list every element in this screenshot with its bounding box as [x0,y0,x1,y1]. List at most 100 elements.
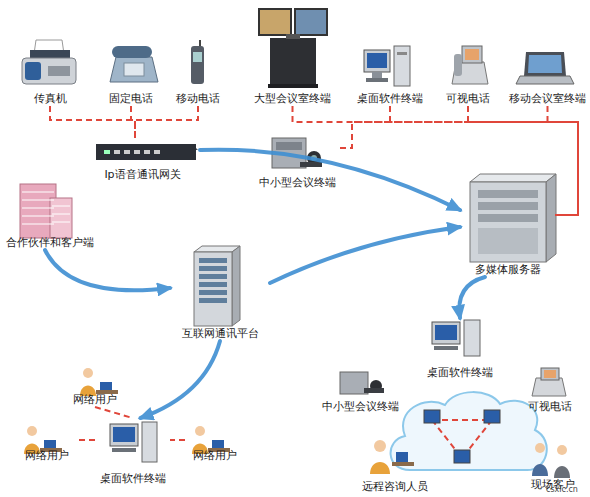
mobile-phone-icon-part [193,52,202,62]
desktop-terminal-icon-part [435,325,457,340]
large-conference-terminal-icon-part [270,38,316,84]
internet-platform-icon-part [232,246,240,326]
flow-arrow [141,341,221,418]
media-server-icon-part [478,202,538,210]
internet-platform-icon-part [199,282,227,287]
device-label: 网络用户 [25,449,69,463]
flow-arrow [270,227,460,283]
office-building-icon-part [22,192,54,193]
desktop-terminal-icon-part [372,72,382,78]
device-node: 可视电话 [440,38,496,106]
voice-gateway-icon-part [124,150,130,154]
internet-platform-icon-part [199,274,227,279]
device-label: 远程咨询人员 [362,480,428,494]
fax-icon-part [25,62,41,80]
media-server-icon-part [478,228,538,254]
person-icon [80,368,118,396]
device-node: 移动电话 [178,38,218,106]
internet-platform-icon-part [199,258,227,263]
desktop-terminal-icon-part [366,78,388,82]
desktop-terminal-icon-part [394,46,410,86]
laptop-icon-part [516,76,574,84]
device-node: Ip语音通讯网关 [85,138,200,182]
desktop-terminal-icon-part [432,322,460,344]
person-icon-part [396,452,408,462]
person-icon-part [27,426,37,436]
device-label: 大型会议室终端 [254,92,331,106]
device-node: 桌面软件终端 [350,38,430,106]
cloud-shape-part [454,450,470,463]
voice-gateway-icon-part [114,150,120,154]
voice-gateway-icon [96,144,198,160]
office-building-icon-part [52,222,70,223]
flow-arrow [45,250,170,290]
voice-gateway-icon-part [96,144,196,160]
device-label: 互联网通讯平台 [182,327,259,341]
office-building-icon-part [22,216,54,217]
videophone-icon [532,368,566,396]
cloud-shape-part [424,410,440,423]
internet-platform-icon-part [199,298,227,303]
voice-gateway-icon-part [144,150,150,154]
device-node: 固定电话 [100,38,162,106]
small-conference-terminal-icon-part [340,372,368,394]
desk-phone-icon-part [112,46,152,58]
desktop-terminal-icon-part [464,320,480,356]
device-node: 网络用户 [185,425,245,463]
desktop-terminal-icon-part [397,52,407,55]
flow-arrow [200,150,460,210]
device-node: 网络用户 [65,365,125,407]
voice-gateway-icon-part [154,150,160,154]
person-icon-part [195,426,205,436]
device-node: 多媒体服务器 [460,172,555,277]
device-label: 固定电话 [109,92,153,106]
person-icon-part [83,368,93,378]
desktop-terminal-icon-part [364,50,390,72]
desktop-terminal-icon-part [113,427,135,442]
dashed-link [95,407,133,418]
device-label: 网络用户 [193,449,237,463]
device-label: 合作伙伴和客户端 [6,236,94,250]
internet-platform-icon-part [199,290,227,295]
fax-icon-part [48,66,70,76]
device-label: 可视电话 [446,92,490,106]
large-conference-terminal-icon-part [268,84,318,88]
internet-platform-icon [194,246,240,326]
cloud-shape-part [432,419,492,421]
desktop-terminal-icon-part [142,422,157,462]
laptop-icon-part [528,55,562,73]
office-building-icon [20,184,72,238]
device-label: 桌面软件终端 [357,92,423,106]
office-building-icon-part [22,200,54,201]
watermark: csxlc.cn [546,485,578,495]
office-building-icon-part [52,214,70,215]
mobile-phone-icon-part [199,40,201,47]
device-node: 中小型会议终端 [318,368,403,414]
dashed-link [79,439,95,441]
device-node: 可视电话 [520,368,580,414]
flow-arrow [459,277,485,318]
desk-phone-icon-part [110,57,158,82]
videophone-icon-part [541,368,559,380]
dashed-link [548,106,579,215]
videophone-icon-part [465,49,479,60]
office-building-icon-part [50,198,72,238]
person-icon-part [100,382,112,390]
small-conference-terminal-icon-part [364,388,384,393]
desktop-terminal-icon [364,46,410,86]
device-node: 中小型会议终端 [255,130,340,190]
device-node: 桌面软件终端 [415,318,505,380]
device-node: 互联网通讯平台 [170,243,270,341]
internet-platform-icon-part [199,266,227,271]
media-server-icon-part [478,214,538,222]
videophone-icon-part [544,370,556,378]
desktop-terminal-icon [110,422,157,462]
videophone-icon-part [532,378,566,396]
desk-phone-icon [110,46,158,82]
person-icon-part [532,464,548,476]
desk-phone-icon-part [124,63,144,76]
fax-icon [22,40,76,84]
small-conference-terminal-icon-part [300,162,322,167]
media-server-icon-part [546,174,556,262]
